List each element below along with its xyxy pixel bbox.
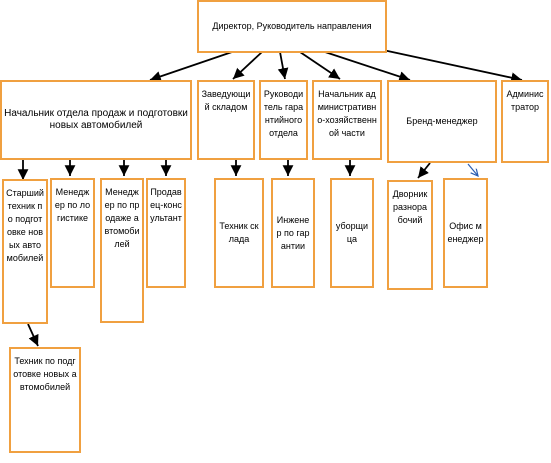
link-director-sales: [149, 51, 233, 82]
brand-manager-box: Бренд-менеджер: [387, 80, 497, 163]
link-director-administrator: [382, 49, 523, 83]
link-brand-janitor: [417, 162, 431, 179]
warranty-head-label: Руководитель гарантийного отдела: [263, 89, 304, 138]
link-brand-office: [467, 163, 478, 176]
warehouse-tech-label: Техник склада: [219, 221, 259, 244]
director-box: Директор, Руководитель направления: [197, 0, 387, 53]
link-director-brand: [324, 51, 411, 82]
administrator-box: Администратор: [501, 80, 549, 163]
sales-manager-box: Менеджер по продаже автомобилей: [100, 178, 144, 323]
link-senior-prep: [27, 323, 39, 347]
warehouse-head-label: Заведующий складом: [201, 89, 251, 112]
seller-consultant-box: Продавец-консультант: [146, 178, 186, 288]
seller-consultant-label: Продавец-консультант: [150, 187, 182, 223]
logistics-manager-label: Менеджер по логистике: [54, 187, 91, 223]
office-manager-label: Офис менеджер: [447, 221, 484, 244]
warranty-engineer-label: Инженер по гарантии: [276, 214, 310, 251]
administrator-label: Администратор: [506, 89, 544, 112]
link-director-admin: [299, 51, 341, 80]
warranty-engineer-box: Инженер по гарантии: [271, 178, 315, 288]
senior-tech-label: Старший техник по подготовке новых автом…: [6, 188, 44, 263]
director-label: Директор, Руководитель направления: [212, 21, 372, 31]
warehouse-tech-box: Техник склада: [214, 178, 264, 288]
senior-tech-box: Старший техник по подготовке новых автом…: [2, 179, 48, 324]
link-director-warehouse: [232, 51, 263, 80]
head-sales-label: Начальник отдела продаж и подготовки нов…: [4, 108, 188, 131]
cleaner-box: уборщица: [330, 178, 374, 288]
admin-head-label: Начальник административно-хозяйственной …: [317, 89, 377, 138]
sales-manager-label: Менеджер по продаже автомобилей: [104, 187, 140, 249]
janitor-label: Дворник разнорабочий: [392, 189, 428, 225]
janitor-box: Дворник разнорабочий: [387, 180, 433, 290]
logistics-manager-box: Менеджер по логистике: [50, 178, 95, 288]
link-director-warranty: [277, 51, 289, 80]
admin-head-box: Начальник административно-хозяйственной …: [312, 80, 382, 160]
prep-tech-box: Техник по подготовке новых автомобилей: [9, 347, 81, 453]
cleaner-label: уборщица: [335, 221, 369, 244]
office-manager-box: Офис менеджер: [443, 178, 488, 288]
warehouse-head-box: Заведующий складом: [197, 80, 255, 160]
brand-manager-label: Бренд-менеджер: [406, 116, 478, 126]
prep-tech-label: Техник по подготовке новых автомобилей: [13, 356, 77, 392]
head-sales-box: Начальник отдела продаж и подготовки нов…: [0, 80, 192, 160]
warranty-head-box: Руководитель гарантийного отдела: [259, 80, 308, 160]
